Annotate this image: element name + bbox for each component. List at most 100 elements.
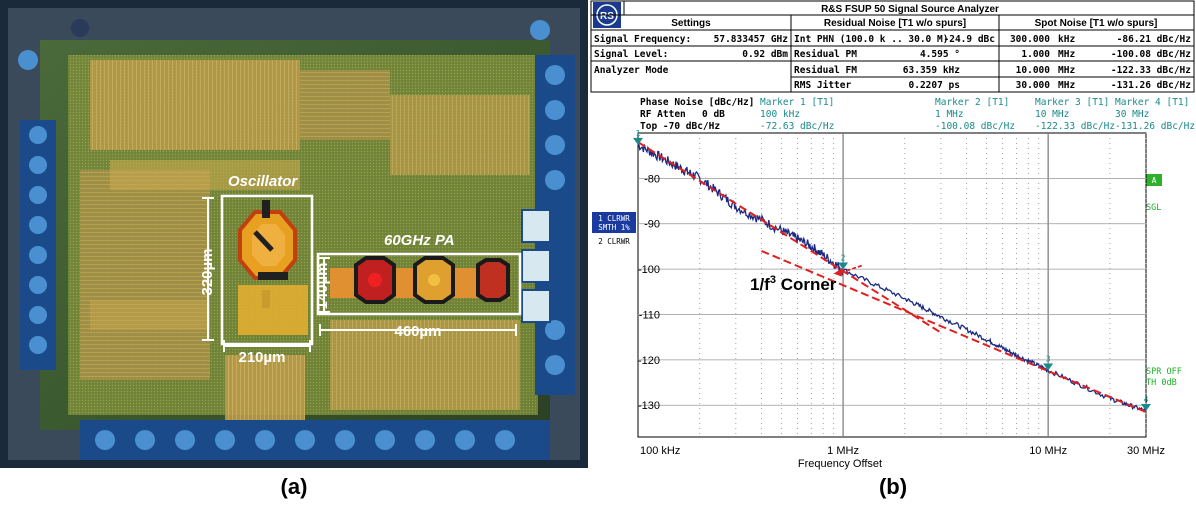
residual-value: 4.595 °	[920, 49, 960, 60]
spot-offset: 10.000	[1016, 65, 1051, 76]
x-tick-label: 100 kHz	[640, 445, 680, 457]
trace1-label: 1 CLRWR	[598, 214, 630, 223]
sgl-label: SGL	[1146, 203, 1161, 213]
marker-header-freq: 10 MHz	[1035, 109, 1069, 120]
marker-number: 2	[841, 253, 846, 262]
marker-header-label: Marker 2 [T1]	[935, 97, 1009, 108]
a-box	[1146, 174, 1162, 186]
pa-label: 60GHz PA	[384, 232, 455, 249]
header-spot-noise: Spot Noise [T1 w/o spurs]	[1035, 18, 1158, 29]
dimension-320-label: 320µm	[199, 248, 216, 295]
y-tick-label: -100	[638, 264, 660, 276]
marker-4	[1141, 403, 1151, 411]
spot-unit: MHz	[1058, 65, 1075, 76]
settings-label: Signal Frequency:	[594, 34, 691, 45]
marker-headers: Marker 1 [T1]100 kHz-72.63 dBc/Hz Marker …	[760, 97, 1195, 132]
y-tick-label: -130	[638, 400, 660, 412]
residual-value: 0.2207 ps	[909, 80, 960, 91]
spot-unit: kHz	[1058, 34, 1075, 45]
spot-unit: MHz	[1058, 80, 1075, 91]
spot-value: -122.33 dBc/Hz	[1111, 65, 1191, 76]
rf-atten-value: 0 dB	[702, 109, 725, 120]
marker-number: 1	[636, 129, 641, 138]
rf-atten-label: RF Atten	[640, 109, 686, 120]
spot-value: -100.08 dBc/Hz	[1111, 49, 1191, 60]
plot-title: Phase Noise [dBc/Hz]	[640, 97, 754, 108]
marker-header-value: -122.33 dBc/Hz	[1035, 121, 1115, 132]
threshold-label: TH 0dB	[1146, 378, 1177, 388]
oscillator-label: Oscillator	[228, 173, 298, 190]
phase-noise-plot: -80 -90 -100 -110 -120 -130 100 kHz 1 MHz 10 MHz…	[633, 129, 1165, 457]
spr-off-label: SPR OFF	[1146, 367, 1182, 377]
chip-micrograph: Oscillator 60GHz PA 320µm 140µm 210µm 46…	[0, 0, 588, 468]
spot-unit: MHz	[1058, 49, 1075, 60]
bond-pads-bottom	[80, 420, 550, 460]
header-settings: Settings	[671, 18, 711, 29]
residual-label: RMS Jitter	[794, 80, 851, 91]
a-box-label: A	[1152, 176, 1157, 185]
spot-value: -131.26 dBc/Hz	[1111, 80, 1191, 91]
settings-label: Analyzer Mode	[594, 65, 669, 76]
settings-label: Signal Level:	[594, 49, 668, 60]
phase-noise-trace	[637, 143, 1147, 413]
bond-pads-top	[18, 19, 550, 70]
settings-table	[590, 0, 1195, 93]
marker-2	[838, 262, 849, 270]
spot-offset: 1.000	[1021, 49, 1050, 60]
marker-header-value: -100.08 dBc/Hz	[935, 121, 1015, 132]
y-tick-label: -90	[644, 219, 660, 231]
dimension-460-label: 460µm	[394, 323, 441, 340]
residual-label: Residual FM	[794, 65, 857, 76]
x-tick-label: 30 MHz	[1127, 445, 1165, 457]
header-residual-noise: Residual Noise [T1 w/o spurs]	[824, 18, 966, 29]
trace1-smooth-label: SMTH 1%	[598, 223, 630, 232]
marker-header-freq: 100 kHz	[760, 109, 800, 120]
dimension-210-label: 210µm	[238, 349, 285, 366]
marker-1	[633, 137, 643, 145]
caption-a: (a)	[280, 474, 308, 499]
y-tick-label: -80	[644, 173, 660, 185]
phase-noise-screen: RS R&S FSUP 50 Signal Source Analyzer Se…	[590, 0, 1196, 470]
spot-value: -86.21 dBc/Hz	[1117, 34, 1192, 45]
y-tick-label: -120	[638, 355, 660, 367]
residual-label: Int PHN (100.0 k .. 30.0 M)	[794, 34, 948, 45]
fit-line-1f2	[761, 250, 1147, 413]
dimension-140-label: 140µm	[314, 262, 331, 309]
marker-3	[1043, 363, 1054, 371]
y-tick-label: -110	[639, 309, 660, 321]
top-level-label: Top -70 dBc/Hz	[640, 121, 720, 132]
marker-number: 4	[1144, 395, 1149, 404]
svg-text:RS: RS	[600, 11, 614, 22]
spot-offset: 300.000	[1010, 34, 1050, 45]
dimension-lines	[202, 197, 517, 352]
marker-header-freq: 1 MHz	[935, 109, 964, 120]
marker-header-label: Marker 4 [T1]	[1115, 97, 1189, 108]
marker-header-value: -72.63 dBc/Hz	[760, 121, 834, 132]
marker-header-freq: 30 MHz	[1115, 109, 1149, 120]
settings-value: 0.92 dBm	[742, 49, 788, 60]
x-tick-label: 1 MHz	[827, 445, 859, 457]
rf-output-pads	[521, 209, 551, 323]
pa-block	[316, 252, 522, 316]
marker-header-value: -131.26 dBc/Hz	[1115, 121, 1195, 132]
trace1-badge	[592, 212, 636, 233]
caption-b: (b)	[878, 474, 908, 499]
marker-number: 3	[1046, 354, 1051, 363]
marker-header-label: Marker 1 [T1]	[760, 97, 834, 108]
metal-routing	[68, 55, 538, 435]
residual-value: -24.9 dBc	[944, 34, 995, 45]
marker-header-label: Marker 3 [T1]	[1035, 97, 1109, 108]
plot-frame	[637, 132, 1147, 438]
settings-value: 57.833457 GHz	[714, 34, 789, 45]
x-axis-label: Frequency Offset	[798, 458, 882, 470]
spot-offset: 30.000	[1016, 80, 1051, 91]
corner-arrow-head	[833, 267, 843, 277]
x-tick-label: 10 MHz	[1029, 445, 1067, 457]
instrument-title: R&S FSUP 50 Signal Source Analyzer	[821, 4, 999, 15]
bond-pads-left	[20, 120, 56, 370]
trace2-label: 2 CLRWR	[598, 237, 630, 246]
residual-value: 63.359 kHz	[903, 65, 960, 76]
residual-label: Residual PM	[794, 49, 857, 60]
oscillator-block	[220, 194, 314, 346]
